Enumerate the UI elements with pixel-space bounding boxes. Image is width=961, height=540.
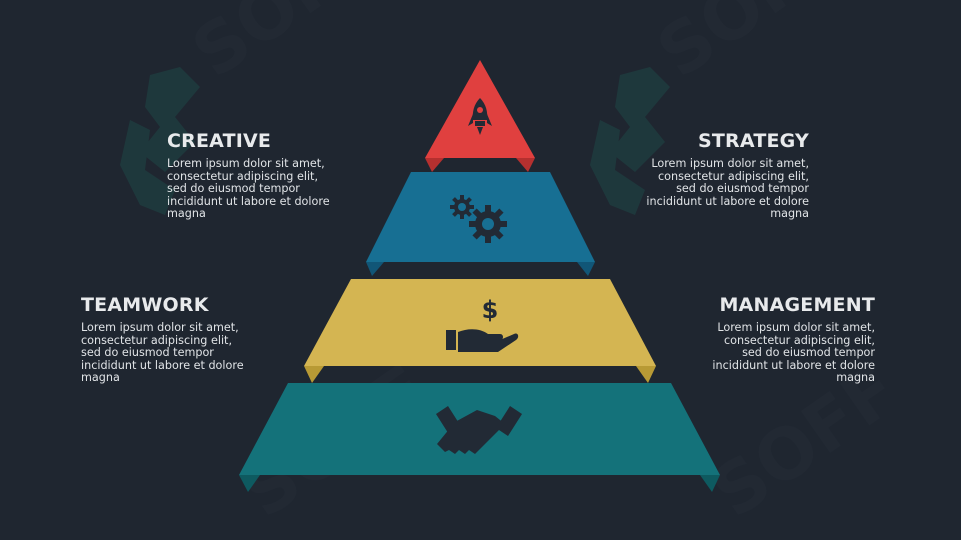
text-line: sed do eiusmod tempor xyxy=(81,346,214,360)
rocket-icon xyxy=(468,98,492,135)
text-line: consectetur adipiscing elit, xyxy=(167,169,319,183)
handshake-icon xyxy=(436,406,522,454)
creative-title: CREATIVE xyxy=(167,130,272,152)
creative-block: CREATIVE Lorem ipsum dolor sit amet, con… xyxy=(167,130,387,221)
management-block: MANAGEMENT Lorem ipsum dolor sit amet, c… xyxy=(655,294,875,385)
teamwork-block: TEAMWORK Lorem ipsum dolor sit amet, con… xyxy=(81,294,301,385)
text-line: Lorem ipsum dolor sit amet, xyxy=(717,321,875,334)
svg-text:$: $ xyxy=(482,296,499,324)
logo-icon xyxy=(590,67,670,215)
text-line: sed do eiusmod tempor xyxy=(676,182,809,196)
text-line: incididunt ut labore et dolore xyxy=(712,358,875,372)
text-line: magna xyxy=(770,207,809,221)
strategy-title: STRATEGY xyxy=(698,130,809,152)
strategy-text: Lorem ipsum dolor sit amet, consectetur … xyxy=(589,157,809,221)
text-line: Lorem ipsum dolor sit amet, xyxy=(167,157,325,170)
text-line: sed do eiusmod tempor xyxy=(167,182,300,196)
strategy-block: STRATEGY Lorem ipsum dolor sit amet, con… xyxy=(589,130,809,221)
teamwork-text: Lorem ipsum dolor sit amet, consectetur … xyxy=(81,321,301,385)
hand-dollar-icon: $ xyxy=(446,296,519,352)
text-line: consectetur adipiscing elit, xyxy=(723,333,875,347)
logo-icon xyxy=(120,67,200,215)
management-title: MANAGEMENT xyxy=(719,294,875,316)
text-line: incididunt ut labore et dolore xyxy=(646,194,809,208)
pyramid-level-teamwork xyxy=(304,279,656,383)
creative-text: Lorem ipsum dolor sit amet, consectetur … xyxy=(167,157,387,221)
text-line: magna xyxy=(167,207,206,221)
text-line: consectetur adipiscing elit, xyxy=(81,333,233,347)
text-line: Lorem ipsum dolor sit amet, xyxy=(81,321,239,334)
teamwork-title: TEAMWORK xyxy=(81,294,209,316)
text-line: magna xyxy=(81,371,120,385)
text-line: sed do eiusmod tempor xyxy=(742,346,875,360)
text-line: Lorem ipsum dolor sit amet, xyxy=(651,157,809,170)
text-line: consectetur adipiscing elit, xyxy=(657,169,809,183)
text-line: incididunt ut labore et dolore xyxy=(81,358,244,372)
text-line: incididunt ut labore et dolore xyxy=(167,194,330,208)
management-text: Lorem ipsum dolor sit amet, consectetur … xyxy=(655,321,875,385)
gears-icon xyxy=(450,195,507,243)
text-line: magna xyxy=(836,371,875,385)
